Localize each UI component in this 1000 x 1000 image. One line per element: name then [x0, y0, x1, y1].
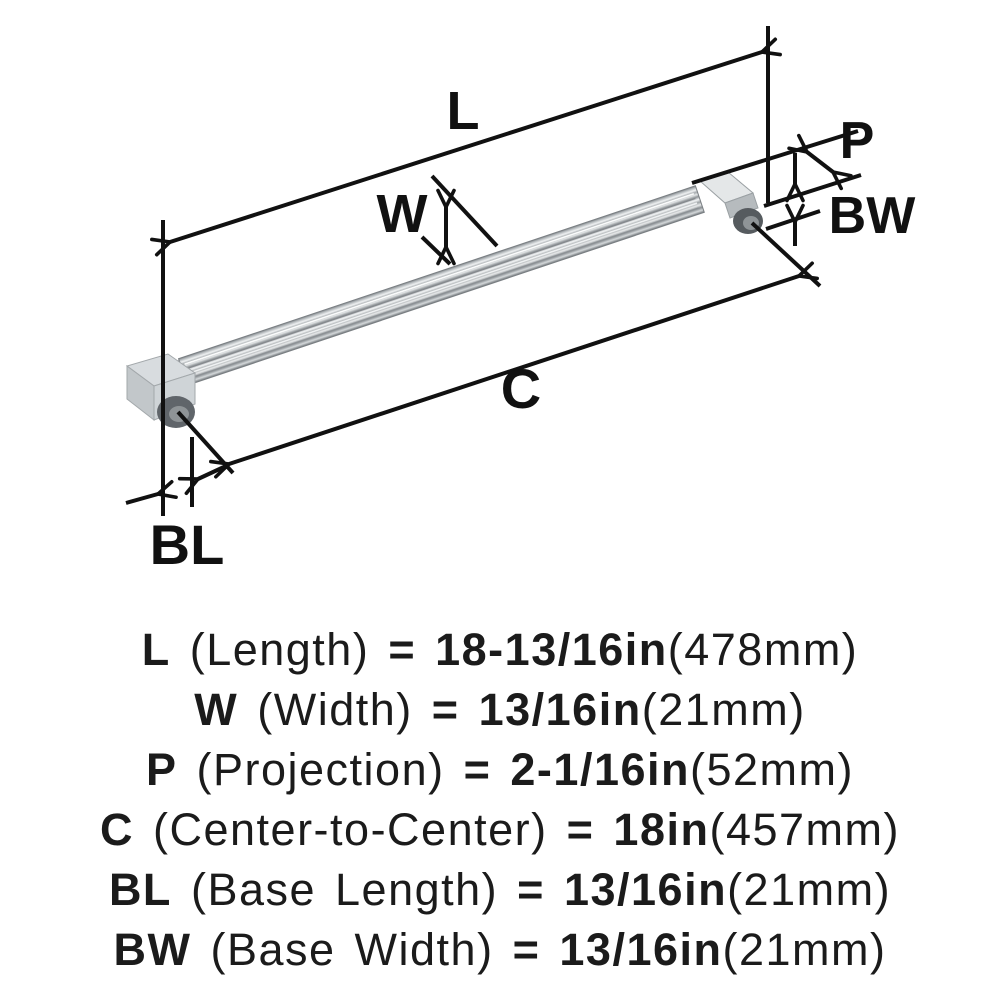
handle-bar-flute-line	[185, 197, 696, 370]
dimension-diagram: L W P BW C	[125, 26, 917, 576]
spec-value-imperial: 13/16in	[563, 864, 728, 915]
handle-bar-flute-line	[187, 202, 698, 375]
dimension-BL: BL	[125, 437, 227, 576]
label-BL: BL	[150, 513, 225, 576]
spec-value-imperial: 13/16in	[478, 684, 642, 735]
label-BW: BW	[829, 187, 917, 245]
bl-arrow-left	[125, 494, 158, 505]
spec-equals: =	[431, 684, 460, 735]
p-line-upper	[691, 129, 859, 185]
spec-value-metric: (478mm)	[667, 624, 859, 675]
spec-name: (Base Width)	[210, 924, 494, 975]
spec-abbr: BL	[108, 864, 172, 915]
handle-bar-flute-line	[189, 207, 699, 379]
spec-row-projection: P (Projection) = 2-1/16in(52mm)	[0, 740, 1000, 800]
bl-arrow-right	[198, 464, 227, 479]
spec-value-metric: (21mm)	[641, 684, 806, 735]
spec-row-base-length: BL (Base Length) = 13/16in(21mm)	[0, 860, 1000, 920]
spec-value-imperial: 13/16in	[559, 924, 723, 975]
label-W: W	[377, 184, 428, 244]
dimension-W: W	[377, 174, 499, 266]
spec-name: (Center-to-Center)	[153, 804, 548, 855]
dimension-P: P	[691, 112, 875, 208]
spec-name: (Base Length)	[190, 864, 499, 915]
spec-value-imperial: 18-13/16in	[435, 624, 668, 675]
spec-name: (Length)	[189, 624, 370, 675]
spec-abbr: C	[99, 804, 134, 855]
c-extension-right	[750, 221, 822, 288]
spec-equals: =	[566, 804, 595, 855]
spec-equals: =	[463, 744, 492, 795]
spec-abbr: BW	[113, 924, 192, 975]
handle-bar-flute-line	[184, 192, 695, 365]
spec-abbr: L	[141, 624, 171, 675]
spec-abbr: P	[145, 744, 178, 795]
dimension-line-C	[229, 276, 799, 464]
spec-name: (Projection)	[196, 744, 445, 795]
spec-value-metric: (21mm)	[722, 924, 887, 975]
dimension-BW: BW	[765, 187, 917, 246]
dimension-line-L	[170, 52, 762, 242]
spec-value-metric: (21mm)	[727, 864, 892, 915]
spec-value-metric: (52mm)	[690, 744, 854, 795]
spec-row-center-to-center: C (Center-to-Center) = 18in(457mm)	[0, 800, 1000, 860]
p-diagonal-double-arrow	[807, 152, 833, 172]
w-tick-upper	[430, 174, 499, 248]
dimension-C: C	[176, 221, 822, 475]
spec-equals: =	[512, 924, 541, 975]
spec-value-imperial: 2-1/16in	[510, 744, 690, 795]
spec-row-length: L (Length) = 18-13/16in(478mm)	[0, 620, 1000, 680]
spec-value-metric: (457mm)	[709, 804, 900, 855]
spec-name: (Width)	[257, 684, 413, 735]
c-extension-left	[176, 410, 235, 475]
spec-equals: =	[517, 864, 545, 915]
spec-row-base-width: BW (Base Width) = 13/16in(21mm)	[0, 920, 1000, 980]
dimension-L: L	[163, 26, 768, 516]
spec-list: L (Length) = 18-13/16in(478mm) W (Width)…	[0, 620, 1000, 980]
label-C: C	[501, 357, 541, 420]
spec-row-width: W (Width) = 13/16in(21mm)	[0, 680, 1000, 740]
spec-value-imperial: 18in	[613, 804, 710, 855]
spec-abbr: W	[194, 684, 239, 735]
label-P: P	[840, 112, 875, 170]
label-L: L	[447, 81, 480, 141]
spec-equals: =	[388, 624, 417, 675]
